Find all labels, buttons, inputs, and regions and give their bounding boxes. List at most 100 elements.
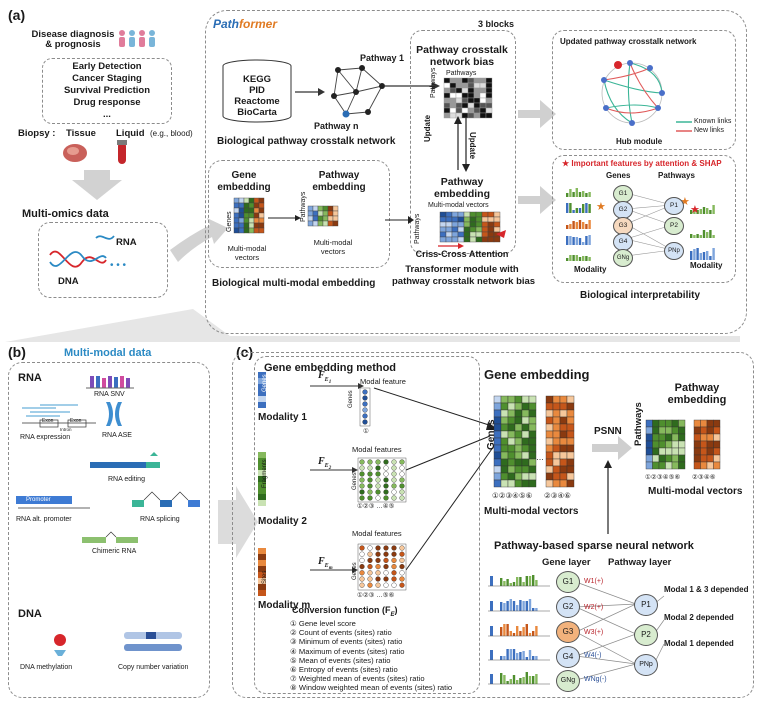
disease-heading-line1: Disease diagnosis (31, 29, 115, 40)
conv-title-a: Conversion function (F (292, 605, 391, 615)
modal-feature-label: Modal feature (360, 377, 406, 386)
psnn-title: Pathway-based sparse neural network (494, 540, 694, 552)
interpretability-box (552, 155, 736, 283)
gene-emb-cols-1: ①②③④⑤⑥ (492, 491, 533, 500)
crosstalk-bias-title: Pathway crosstalk network bias (410, 44, 514, 68)
exon-2: Exon (70, 418, 82, 424)
tool-name-former: former (239, 17, 278, 31)
transformer-pathways-axis: Pathways (414, 213, 421, 244)
gene-emb-mm-vectors: Multi-modal vectors (484, 506, 579, 517)
gene-embedding-small: Gene embedding (214, 170, 274, 194)
task-early-detection: Early Detection (72, 61, 142, 72)
panel-a-letter: (a) (8, 7, 26, 23)
modality-1-label: Modality 1 (258, 412, 307, 423)
conv-item-3: ③ Minimum of events (sites) ratio (290, 637, 403, 647)
multiomics-title: Multi-omics data (22, 208, 109, 220)
mm-vectors-small: Multi-modal vectors (428, 202, 489, 209)
liquid-note: (e.g., blood) (150, 129, 193, 138)
interp-node-gng: GNg (613, 249, 633, 267)
ge-line2: embedding (217, 182, 271, 193)
m2-fragments-axis: Fragments (262, 459, 268, 488)
weight-ng: WNg(-) (584, 676, 607, 683)
tool-name-path: Path (213, 17, 240, 31)
pathways-rot-label: Pathways (430, 67, 437, 98)
tissue-label: Tissue (66, 128, 96, 139)
promoter-label: Promoter (26, 497, 51, 503)
tasks-box (42, 58, 172, 124)
mf1-col: ① (363, 428, 369, 435)
transformer-label: Transformer module with pathway crosstal… (392, 264, 535, 288)
weight-2: W2(+) (584, 604, 604, 611)
hub-module-label: Hub module (616, 137, 663, 146)
mf2-cols: ①②③ …④⑤ (357, 503, 395, 510)
multiomics-box (38, 222, 168, 298)
modal-dep-3: Modal 1 depended (664, 639, 734, 648)
modal-dep-1: Modal 1 & 3 depended (664, 585, 749, 594)
psnn-node-g2: G2 (556, 596, 580, 618)
task-drug-response: Drug response (73, 97, 141, 108)
interp-node-pnp: PNp (664, 242, 684, 260)
database-list: KEGG PID Reactome BioCarta (223, 74, 291, 118)
mm-sites-axis: Sites (262, 570, 268, 584)
transformer-pathway-embedding: Pathway embedding (410, 176, 514, 200)
psnn-node-g1: G1 (556, 571, 580, 593)
conv-item-2: ② Count of events (sites) ratio (290, 628, 392, 638)
weight-4: W4(-) (584, 652, 602, 659)
conversion-title: Conversion function (FE) (292, 605, 398, 618)
gene-emb-genes-axis: Genes (486, 419, 497, 450)
interp-node-p1: P1 (664, 197, 684, 215)
db-kegg: KEGG (243, 74, 271, 85)
weight-1: W1(+) (584, 578, 604, 585)
interp-pathways-header: Pathways (658, 171, 695, 180)
fe2-label: FE2 (318, 456, 332, 472)
multimodal-data-box (8, 362, 210, 698)
fe1-label: FE1 (318, 370, 332, 386)
modal-dep-2: Modal 2 depended (664, 613, 734, 622)
psnn-node-gng: GNg (556, 670, 580, 692)
pe-line1: Pathway (318, 170, 360, 181)
panel-b-title: Multi-modal data (64, 347, 152, 359)
task-more: ... (103, 109, 111, 120)
psnn-node-g3: G3 (556, 621, 580, 643)
pe-line2: embedding (312, 182, 366, 193)
db-pid: PID (249, 85, 265, 96)
dna-label: DNA (58, 276, 79, 287)
pe-mm-vectors: Multi-modal vectors (306, 238, 360, 256)
criss-cross-label: Criss-Cross Attention (415, 249, 509, 259)
transformer-box (410, 30, 516, 254)
dna-methylation: DNA methylation (20, 664, 73, 671)
crosstalk-network-label: Biological pathway crosstalk network (217, 136, 396, 147)
task-survival: Survival Prediction (63, 85, 151, 96)
fem-f: F (318, 556, 325, 567)
intron: Intron (60, 427, 72, 432)
new-links-label: New links (694, 127, 724, 134)
pathways-small-label: Pathways (446, 70, 477, 77)
db-reactome: Reactome (234, 96, 280, 107)
chimeric-rna: Chimeric RNA (92, 548, 137, 555)
path-emb-axis: Pathways (633, 402, 644, 446)
important-features-text: Important features by attention & SHAP (571, 159, 722, 168)
panel-b-letter: (b) (8, 344, 26, 360)
conv-title-end: ) (394, 605, 398, 615)
multimodal-embedding-box (208, 160, 390, 268)
conv-item-1: ① Gene level score (290, 619, 356, 628)
modal-features-label-1: Modal features (352, 445, 402, 454)
pathway-n-label: Pathway n (314, 121, 359, 131)
pev-line1: Multi-modal (313, 238, 353, 247)
exon-1: Exon (42, 418, 54, 424)
mfm-cols: ①②③ …⑤⑥ (357, 592, 395, 599)
conv-item-8: ⑧ Window weighted mean of events (sites)… (290, 683, 453, 693)
pe-title-line2: embedding (667, 394, 727, 406)
pathformer-box (205, 10, 747, 334)
updated-network-box (552, 30, 736, 150)
fem-label: FEm (318, 556, 333, 572)
task-cancer-staging: Cancer Staging (72, 73, 142, 84)
pev-line2: vectors (320, 247, 346, 256)
panel-c-box (232, 352, 754, 698)
conv-item-7: ⑦ Weighted mean of events (sites) ratio (290, 674, 425, 684)
important-features-label: ★ Important features by attention & SHAP (562, 159, 722, 168)
path-emb-mm-vectors: Multi-modal vectors (648, 486, 743, 497)
pathway-embedding-title: Pathway embedding (652, 382, 742, 406)
fe1-f: F (318, 370, 325, 381)
db-biocarta: BioCarta (237, 107, 277, 118)
